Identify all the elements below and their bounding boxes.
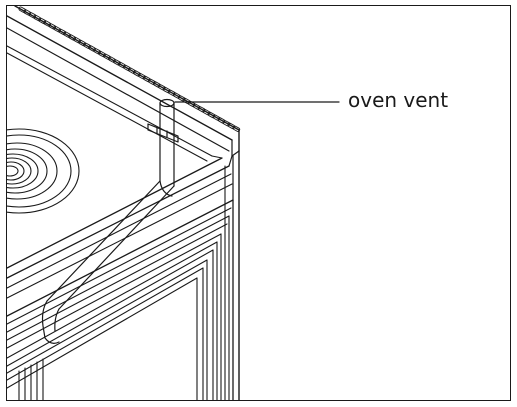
vent-slot — [38, 17, 47, 24]
vent-slot — [118, 61, 126, 69]
vent-slot — [152, 81, 161, 88]
vent-slot — [147, 78, 156, 85]
vent-slot — [232, 125, 241, 132]
vent-slot — [108, 56, 116, 63]
vent-slot — [23, 9, 32, 16]
vent-slot — [207, 111, 216, 119]
vent-slot — [227, 122, 236, 130]
vent-slot — [197, 106, 206, 113]
vent-slot — [162, 86, 171, 94]
vent-slot — [217, 117, 226, 124]
burner-icon — [7, 128, 80, 214]
vent-slot — [73, 36, 81, 44]
countertop-rim — [7, 6, 240, 157]
vent-slot — [78, 39, 86, 47]
vent-slot — [63, 31, 71, 38]
vent-slot — [98, 50, 106, 58]
oven-vent-label: oven vent — [348, 88, 449, 112]
vent-slot — [192, 103, 201, 110]
vent-slot — [48, 23, 57, 30]
vent-slot — [58, 28, 66, 35]
vent-slot — [88, 45, 96, 52]
vent-slot — [93, 48, 101, 55]
vent-slot — [113, 59, 121, 66]
cooktop-surface — [7, 45, 233, 299]
vent-slot — [167, 89, 176, 96]
vent-slot — [68, 34, 76, 41]
vent-slot — [202, 108, 211, 116]
vent-slot — [172, 92, 181, 99]
vent-slot — [128, 67, 136, 74]
vent-slot — [157, 84, 166, 91]
oven-front-panel — [7, 199, 234, 400]
diagram-frame: oven vent — [6, 5, 511, 401]
vent-slot — [133, 70, 141, 77]
vent-slot — [123, 64, 131, 71]
stove-corner-illustration — [7, 6, 340, 400]
vent-slot — [142, 75, 151, 83]
stove-side-panel — [224, 150, 240, 400]
vent-slot — [43, 20, 52, 27]
vent-slot — [182, 97, 191, 105]
vent-slots — [18, 6, 241, 132]
vent-slot — [222, 120, 231, 127]
vent-slot — [18, 6, 27, 13]
vent-slot — [103, 53, 111, 60]
vent-slot — [212, 114, 221, 121]
vent-slot — [137, 72, 146, 80]
vent-slot — [28, 12, 37, 19]
oven-vent-part — [41, 98, 179, 344]
vent-slot — [83, 42, 91, 49]
vent-slot — [33, 14, 42, 22]
vent-slot — [177, 95, 186, 102]
vent-slot — [53, 25, 61, 33]
